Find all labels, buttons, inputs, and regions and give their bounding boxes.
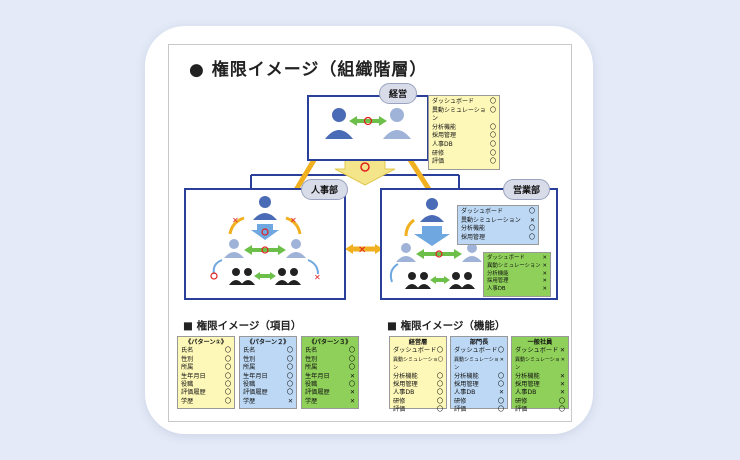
function-executive-table: 経営層 ダッシュボード〇 異動シミュレーション〇 分析機能〇 採用管理〇 人事D…: [389, 336, 447, 413]
management-figures: [325, 108, 411, 139]
svg-text:✕: ✕: [290, 216, 297, 225]
function-general-staff-table: 一般社員 ダッシュボード✕ 異動シミュレーション✕ 分析機能✕ 採用管理✕ 人事…: [511, 336, 569, 413]
hr-tag: 人事部: [301, 179, 349, 200]
function-department-head-table: 部門長 ダッシュボード〇 異動シミュレーション✕ 分析機能〇 採用管理〇 人事D…: [450, 336, 508, 413]
svg-text:✕: ✕: [232, 216, 239, 225]
section-title-items: ■ 権限イメージ（項目）: [183, 320, 302, 332]
sales-tag: 営業部: [503, 179, 551, 200]
pattern-3-table: 《パターン３》 氏名〇 性別〇 所属〇 生年月日✕ 役職〇 評価履歴✕ 学歴✕: [301, 336, 359, 409]
svg-text:✕: ✕: [358, 245, 366, 256]
hr-hierarchy-figures: ✕ ✕ ✕: [210, 196, 321, 285]
section-title-functions: ■ 権限イメージ（機能）: [387, 320, 506, 332]
pattern-2-table: 《パターン２》 氏名〇 性別〇 所属〇 生年月日〇 役職〇 評価履歴〇 学歴✕: [239, 336, 297, 409]
sales-staff-permission-list: ダッシュボード✕ 異動シミュレーション✕ 分析機能✕ 採用管理✕ 人事DB✕: [483, 252, 551, 297]
pattern-1-table: 《パターン①》 氏名〇 性別〇 所属〇 生年月日〇 役職〇 評価履歴〇 学歴〇: [177, 336, 235, 409]
sales-manager-permission-list: ダッシュボード〇 異動シミュレーション✕ 分析機能〇 採用管理〇: [457, 205, 539, 246]
management-tag: 経営: [379, 83, 418, 104]
slide: ● 権限イメージ（組織階層） ✕ 経営 ダッシュボード〇 異動シ: [168, 44, 572, 422]
management-box: [307, 95, 429, 161]
sales-hierarchy-figures: [389, 198, 482, 289]
svg-text:✕: ✕: [314, 273, 321, 282]
page-title: ● 権限イメージ（組織階層）: [189, 60, 428, 80]
hr-department-box: ✕ ✕ ✕: [184, 188, 346, 300]
